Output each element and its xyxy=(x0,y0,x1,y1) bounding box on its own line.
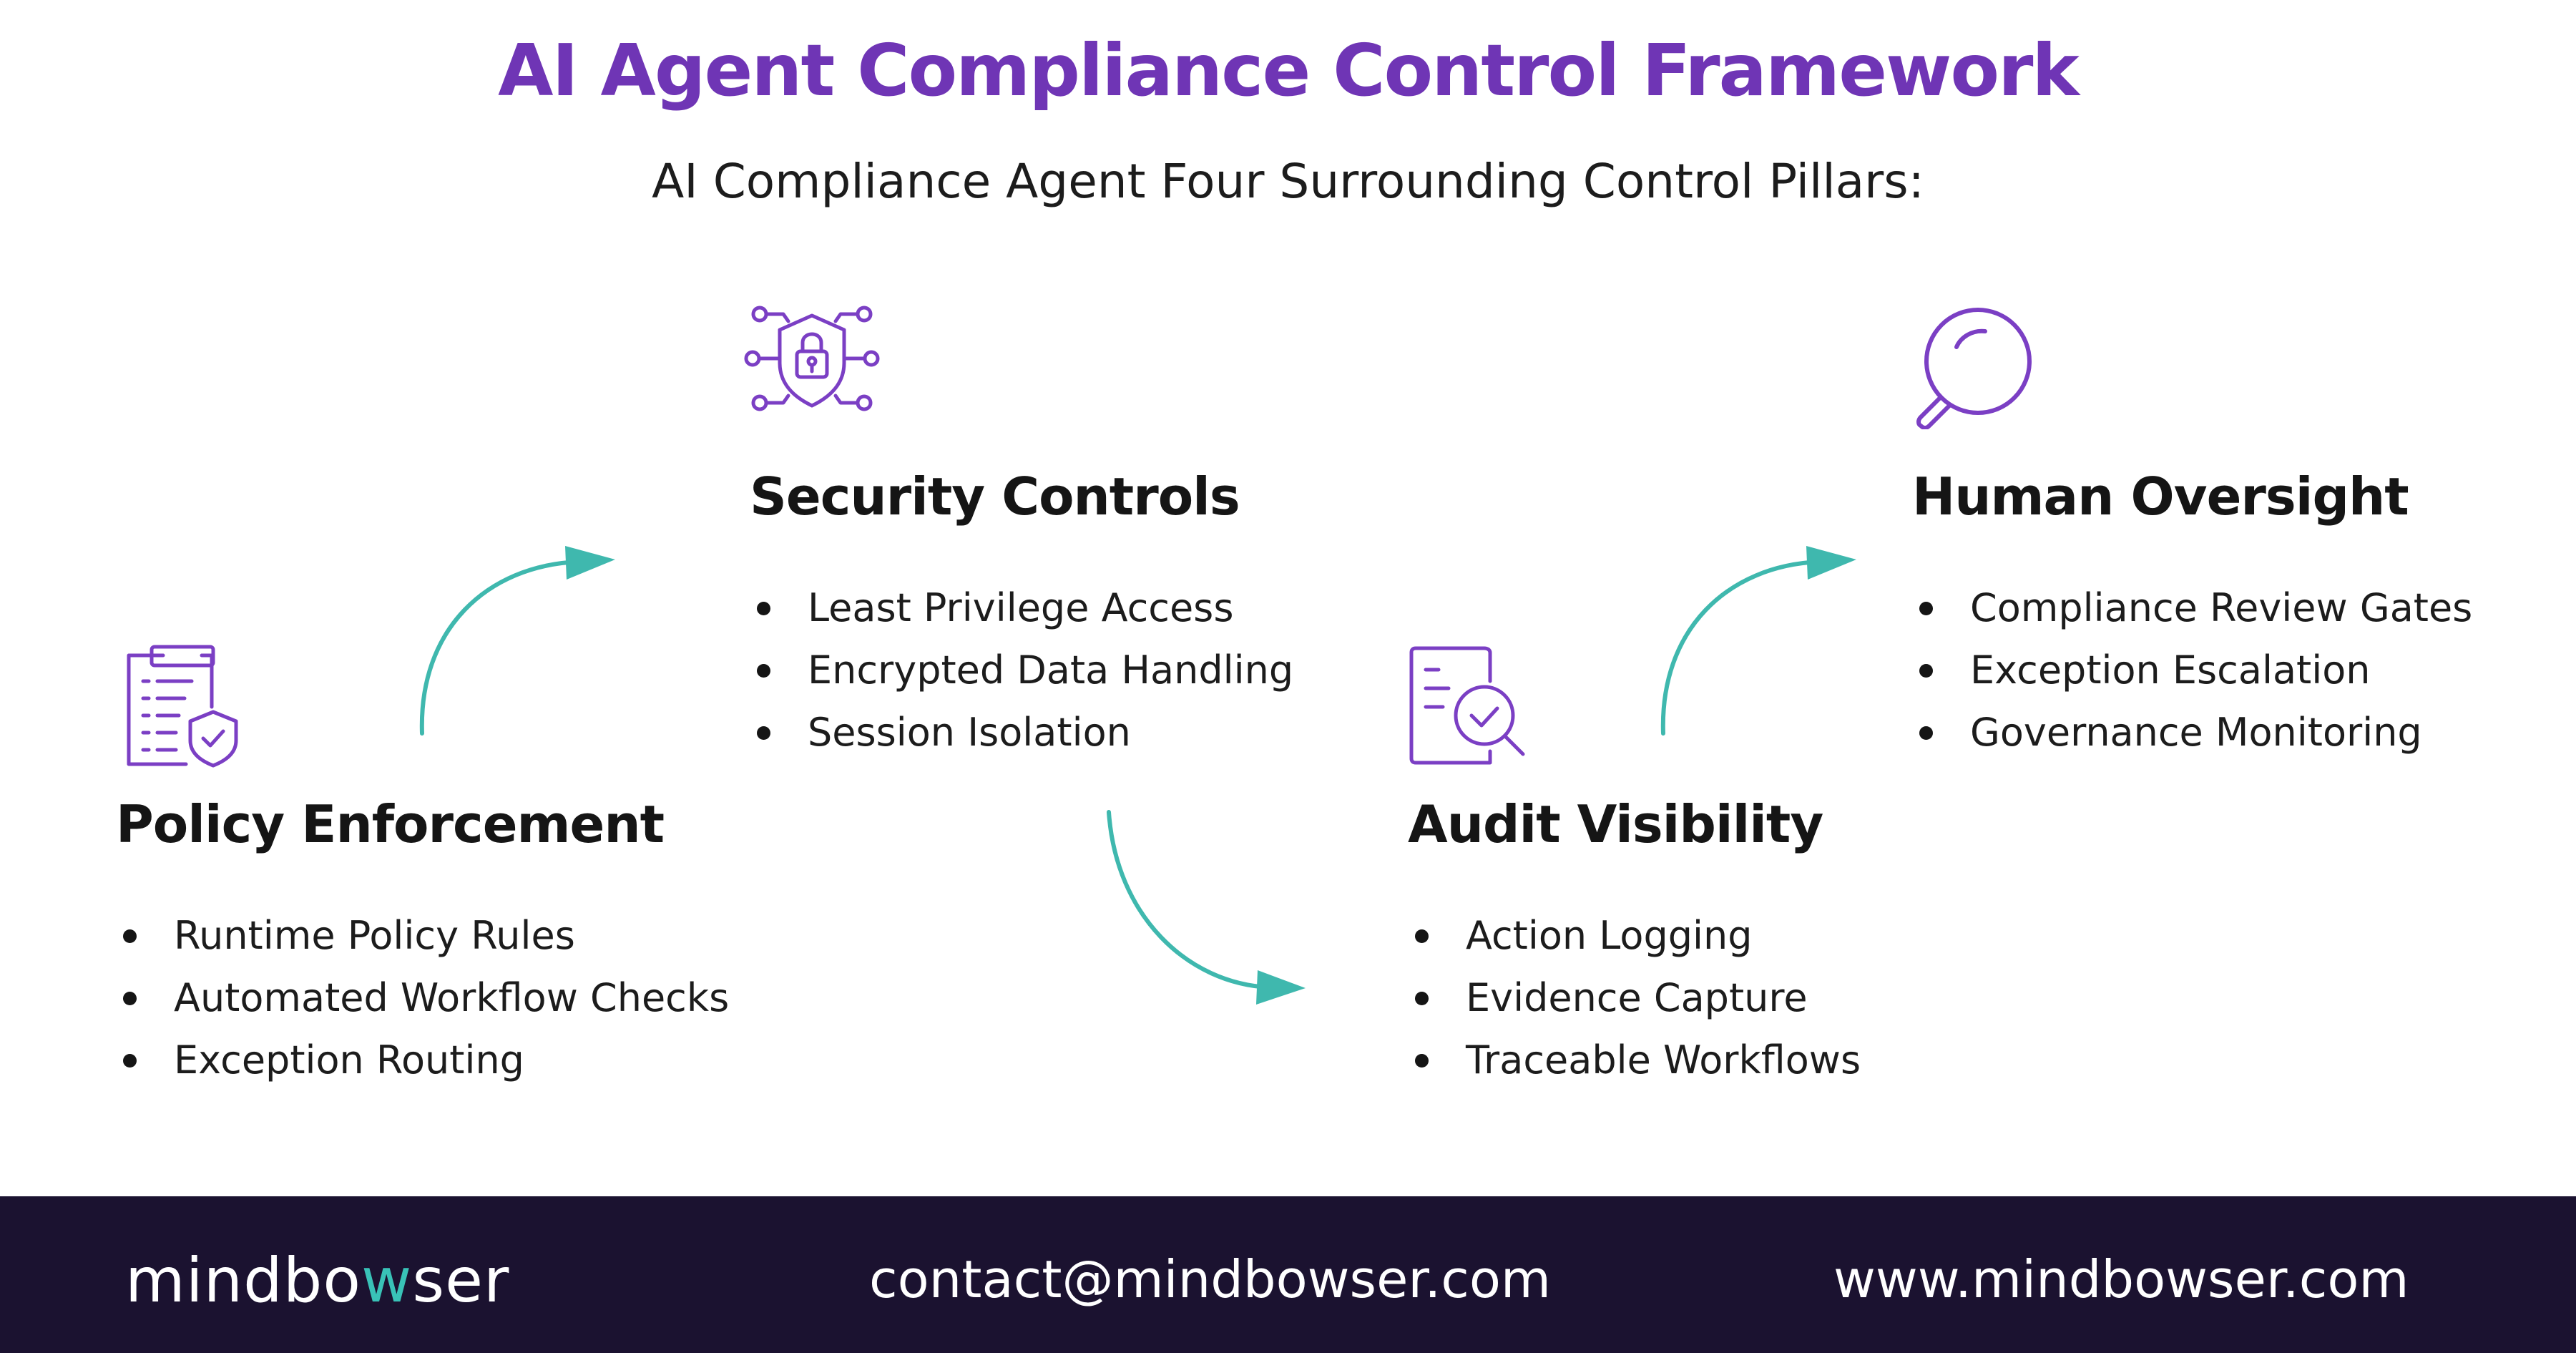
arrowhead-security-to-audit xyxy=(1256,970,1306,1005)
footer-bar: mindbowser contact@mindbowser.com www.mi… xyxy=(0,1196,2576,1353)
list-item: Encrypted Data Handling xyxy=(750,639,1293,701)
arrow-policy-to-security xyxy=(419,560,582,736)
pillar-list: Action Logging Evidence Capture Traceabl… xyxy=(1408,904,1861,1091)
pillar-list: Compliance Review Gates Exception Escala… xyxy=(1912,577,2472,763)
contact-email-link[interactable]: contact@mindbowser.com xyxy=(869,1249,1552,1309)
page-title: AI Agent Compliance Control Framework xyxy=(498,29,2080,112)
list-item: Runtime Policy Rules xyxy=(116,904,729,967)
pillar-security-controls: Security Controls Least Privilege Access… xyxy=(750,467,1293,763)
website-link[interactable]: www.mindbowser.com xyxy=(1833,1249,2409,1309)
document-search-check-icon xyxy=(1409,646,1525,765)
list-item: Exception Escalation xyxy=(1912,639,2472,701)
shield-lock-circuit-icon xyxy=(744,306,880,411)
pillar-title: Audit Visibility xyxy=(1408,794,1823,854)
list-item: Least Privilege Access xyxy=(750,577,1293,639)
flow-arrows xyxy=(419,546,1856,1005)
pillar-policy-enforcement: Policy Enforcement Runtime Policy Rules … xyxy=(116,794,729,1091)
pillar-list: Runtime Policy Rules Automated Workflow … xyxy=(116,904,729,1091)
page-subtitle: AI Compliance Agent Four Surrounding Con… xyxy=(652,154,1924,209)
pillar-list: Least Privilege Access Encrypted Data Ha… xyxy=(750,577,1293,763)
arrow-audit-to-oversight xyxy=(1660,560,1823,736)
pillar-title: Policy Enforcement xyxy=(116,794,665,854)
pillar-title: Security Controls xyxy=(750,467,1240,527)
list-item: Exception Routing xyxy=(116,1029,729,1091)
brand-logo-prefix: mindbo xyxy=(125,1245,361,1317)
brand-logo-accent: w xyxy=(361,1245,413,1317)
pillar-title: Human Oversight xyxy=(1912,467,2409,527)
list-item: Compliance Review Gates xyxy=(1912,577,2472,639)
magnifier-icon xyxy=(1916,308,2032,429)
list-item: Action Logging xyxy=(1408,904,1861,967)
pillar-human-oversight: Human Oversight Compliance Review Gates … xyxy=(1912,467,2472,763)
clipboard-shield-icon xyxy=(127,645,238,768)
list-item: Traceable Workflows xyxy=(1408,1029,1861,1091)
list-item: Automated Workflow Checks xyxy=(116,967,729,1029)
pillar-audit-visibility: Audit Visibility Action Logging Evidence… xyxy=(1408,794,1861,1091)
list-item: Governance Monitoring xyxy=(1912,701,2472,763)
brand-logo[interactable]: mindbowser xyxy=(125,1245,509,1317)
arrow-security-to-audit xyxy=(1107,810,1272,990)
list-item: Session Isolation xyxy=(750,701,1293,763)
list-item: Evidence Capture xyxy=(1408,967,1861,1029)
arrowhead-audit-to-oversight xyxy=(1806,546,1856,580)
brand-logo-suffix: ser xyxy=(412,1245,510,1317)
arrowhead-policy-to-security xyxy=(565,546,615,580)
